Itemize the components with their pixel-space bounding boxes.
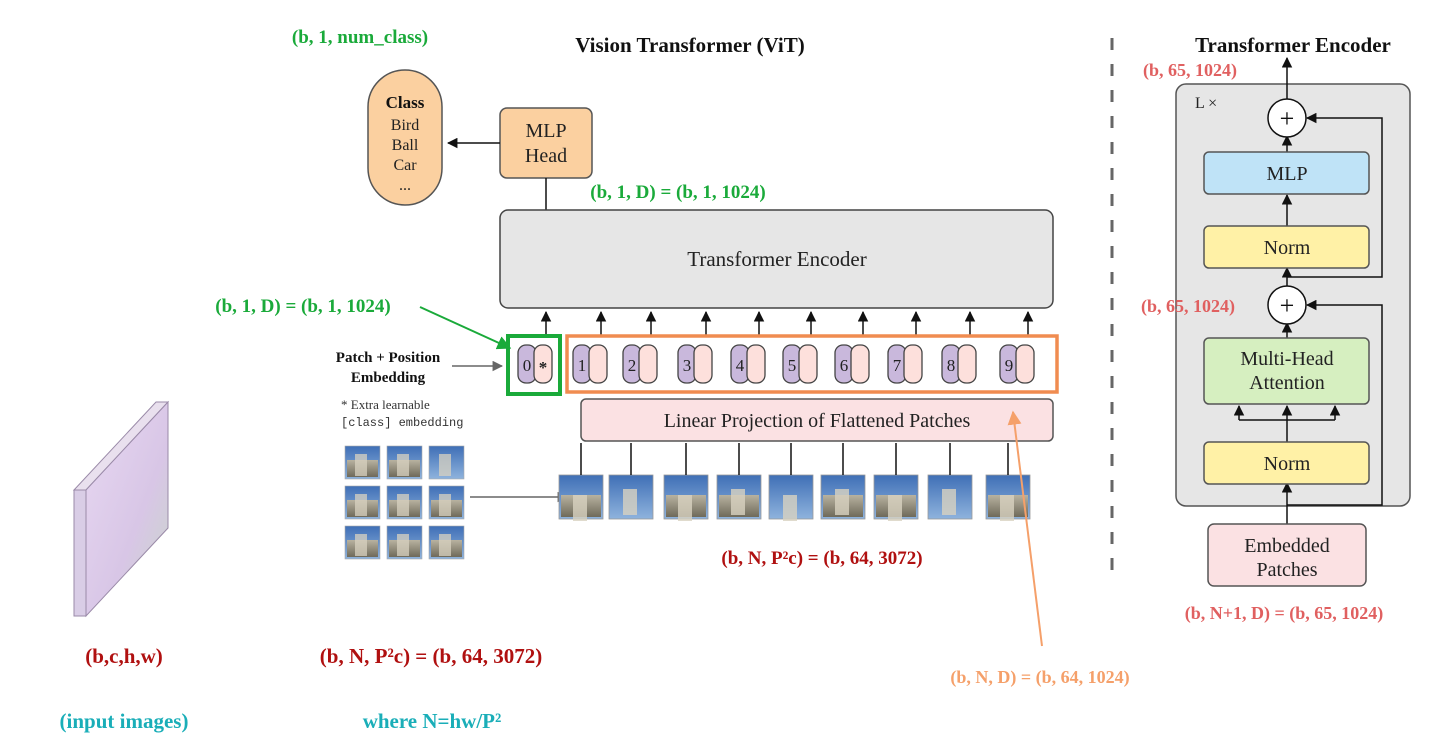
embedding-token: 2	[622, 344, 658, 384]
norm-box-top: Norm	[1203, 225, 1370, 269]
class-item: ...	[399, 177, 411, 194]
patch-shape-mid-annotation: (b, N, P²c) = (b, 64, 3072)	[721, 548, 922, 569]
patch-tokens-highlight	[565, 334, 1059, 394]
token-index: 8	[947, 356, 956, 375]
grid-patch	[428, 485, 465, 520]
token-index: 4	[736, 356, 745, 375]
encoder-bottom-shape: (b, N+1, D) = (b, 65, 1024)	[1185, 603, 1384, 624]
cls-token-highlight	[506, 334, 562, 396]
grid-patch	[344, 445, 381, 480]
token-index: 6	[840, 356, 849, 375]
class-header: Class	[386, 93, 425, 112]
class-item: Car	[393, 157, 417, 174]
encoder-label: Transformer Encoder	[687, 247, 866, 271]
embedding-token: 0*	[517, 344, 553, 384]
encoder-block-title: Transformer Encoder	[1195, 33, 1391, 57]
n-definition: where N=hw/P²	[363, 709, 502, 733]
patch-image	[663, 474, 709, 521]
encoder-top-shape: (b, 65, 1024)	[1143, 60, 1237, 81]
repeat-label: L ×	[1195, 95, 1217, 112]
patch-image	[768, 474, 814, 521]
vit-title: Vision Transformer (ViT)	[575, 33, 804, 57]
linear-projection-box: Linear Projection of Flattened Patches	[580, 398, 1054, 442]
patch-shape-left-annotation: (b, N, P²c) = (b, 64, 3072)	[320, 644, 542, 668]
mlp-head-box: MLP Head	[499, 107, 593, 179]
embedding-label: Embedding	[351, 370, 426, 386]
residual-add-mid: +	[1267, 285, 1307, 325]
class-output-box: Class Bird Ball Car ...	[367, 69, 443, 206]
embedded-label: Patches	[1256, 559, 1317, 581]
patch-image	[820, 474, 866, 520]
token-index: 0	[523, 356, 532, 375]
grid-patch	[428, 445, 465, 480]
multi-head-attention-box: Multi-Head Attention	[1203, 337, 1370, 405]
embedded-patches-box: Embedded Patches	[1207, 523, 1367, 587]
token-index: 9	[1005, 356, 1014, 375]
cls-token-shape-annotation: (b, 1, D) = (b, 1, 1024)	[215, 296, 391, 317]
mlp-head-label: Head	[525, 145, 567, 167]
residual-path-mlp	[1287, 112, 1383, 278]
input-image-slab	[72, 400, 170, 618]
grid-patch	[344, 525, 381, 560]
token-index: 2	[628, 356, 637, 375]
class-item: Ball	[392, 137, 419, 154]
patch-image	[608, 474, 654, 520]
cls-shape-arrow	[419, 306, 512, 350]
token-index: 5	[788, 356, 797, 375]
attention-label: Attention	[1249, 372, 1325, 394]
patch-image	[873, 474, 919, 521]
mlp-head-label: MLP	[525, 120, 566, 142]
projection-output-shape-annotation: (b, N, D) = (b, 64, 1024)	[950, 667, 1129, 688]
embedding-token: 7	[887, 344, 923, 384]
norm-label: Norm	[1264, 237, 1311, 259]
flattened-patch-strip	[558, 443, 1031, 521]
grid-patch	[386, 525, 423, 560]
projection-shape-arrow	[1007, 410, 1043, 647]
extra-note: [class] embedding	[341, 416, 463, 430]
class-token-star: *	[539, 358, 548, 377]
projection-label: Linear Projection of Flattened Patches	[664, 410, 971, 432]
embedding-token: 6	[834, 344, 870, 384]
norm-label: Norm	[1264, 453, 1311, 475]
class-item: Bird	[391, 117, 419, 134]
extra-note: * Extra learnable	[341, 397, 430, 412]
token-index: 3	[683, 356, 692, 375]
grid-patch	[386, 445, 423, 480]
input-image-grid	[344, 445, 465, 560]
embedding-token: 4	[730, 344, 766, 384]
residual-path-attention	[1287, 299, 1383, 506]
grid-patch	[344, 485, 381, 520]
mlp-label: MLP	[1266, 163, 1307, 185]
grid-patch	[386, 485, 423, 520]
patch-image	[927, 474, 973, 520]
token-arrows	[540, 310, 1034, 336]
mlp-box: MLP	[1203, 151, 1370, 195]
patch-image	[558, 474, 604, 521]
encoder-mid-shape: (b, 65, 1024)	[1141, 296, 1235, 317]
embedding-token: 9	[999, 344, 1035, 384]
residual-add-top: +	[1267, 98, 1307, 138]
transformer-encoder-box: Transformer Encoder	[499, 209, 1054, 309]
embedding-token: 5	[782, 344, 818, 384]
embedding-token: 1	[572, 344, 608, 384]
token-index: 1	[578, 356, 587, 375]
embedding-token: 3	[677, 344, 713, 384]
grid-patch	[428, 525, 465, 560]
output-shape-annotation: (b, 1, num_class)	[292, 27, 428, 48]
input-caption: (input images)	[60, 709, 189, 733]
norm-box-bottom: Norm	[1203, 441, 1370, 485]
attention-label: Multi-Head	[1240, 348, 1333, 370]
embedded-label: Embedded	[1244, 535, 1330, 557]
plus-sign: +	[1280, 291, 1295, 320]
embedding-token: 8	[941, 344, 977, 384]
head-input-shape-annotation: (b, 1, D) = (b, 1, 1024)	[590, 182, 766, 203]
plus-sign: +	[1280, 104, 1295, 133]
token-index: 7	[893, 356, 902, 375]
embedding-label: Patch + Position	[336, 350, 441, 366]
patch-image	[716, 474, 762, 520]
input-shape-annotation: (b,c,h,w)	[85, 644, 163, 668]
